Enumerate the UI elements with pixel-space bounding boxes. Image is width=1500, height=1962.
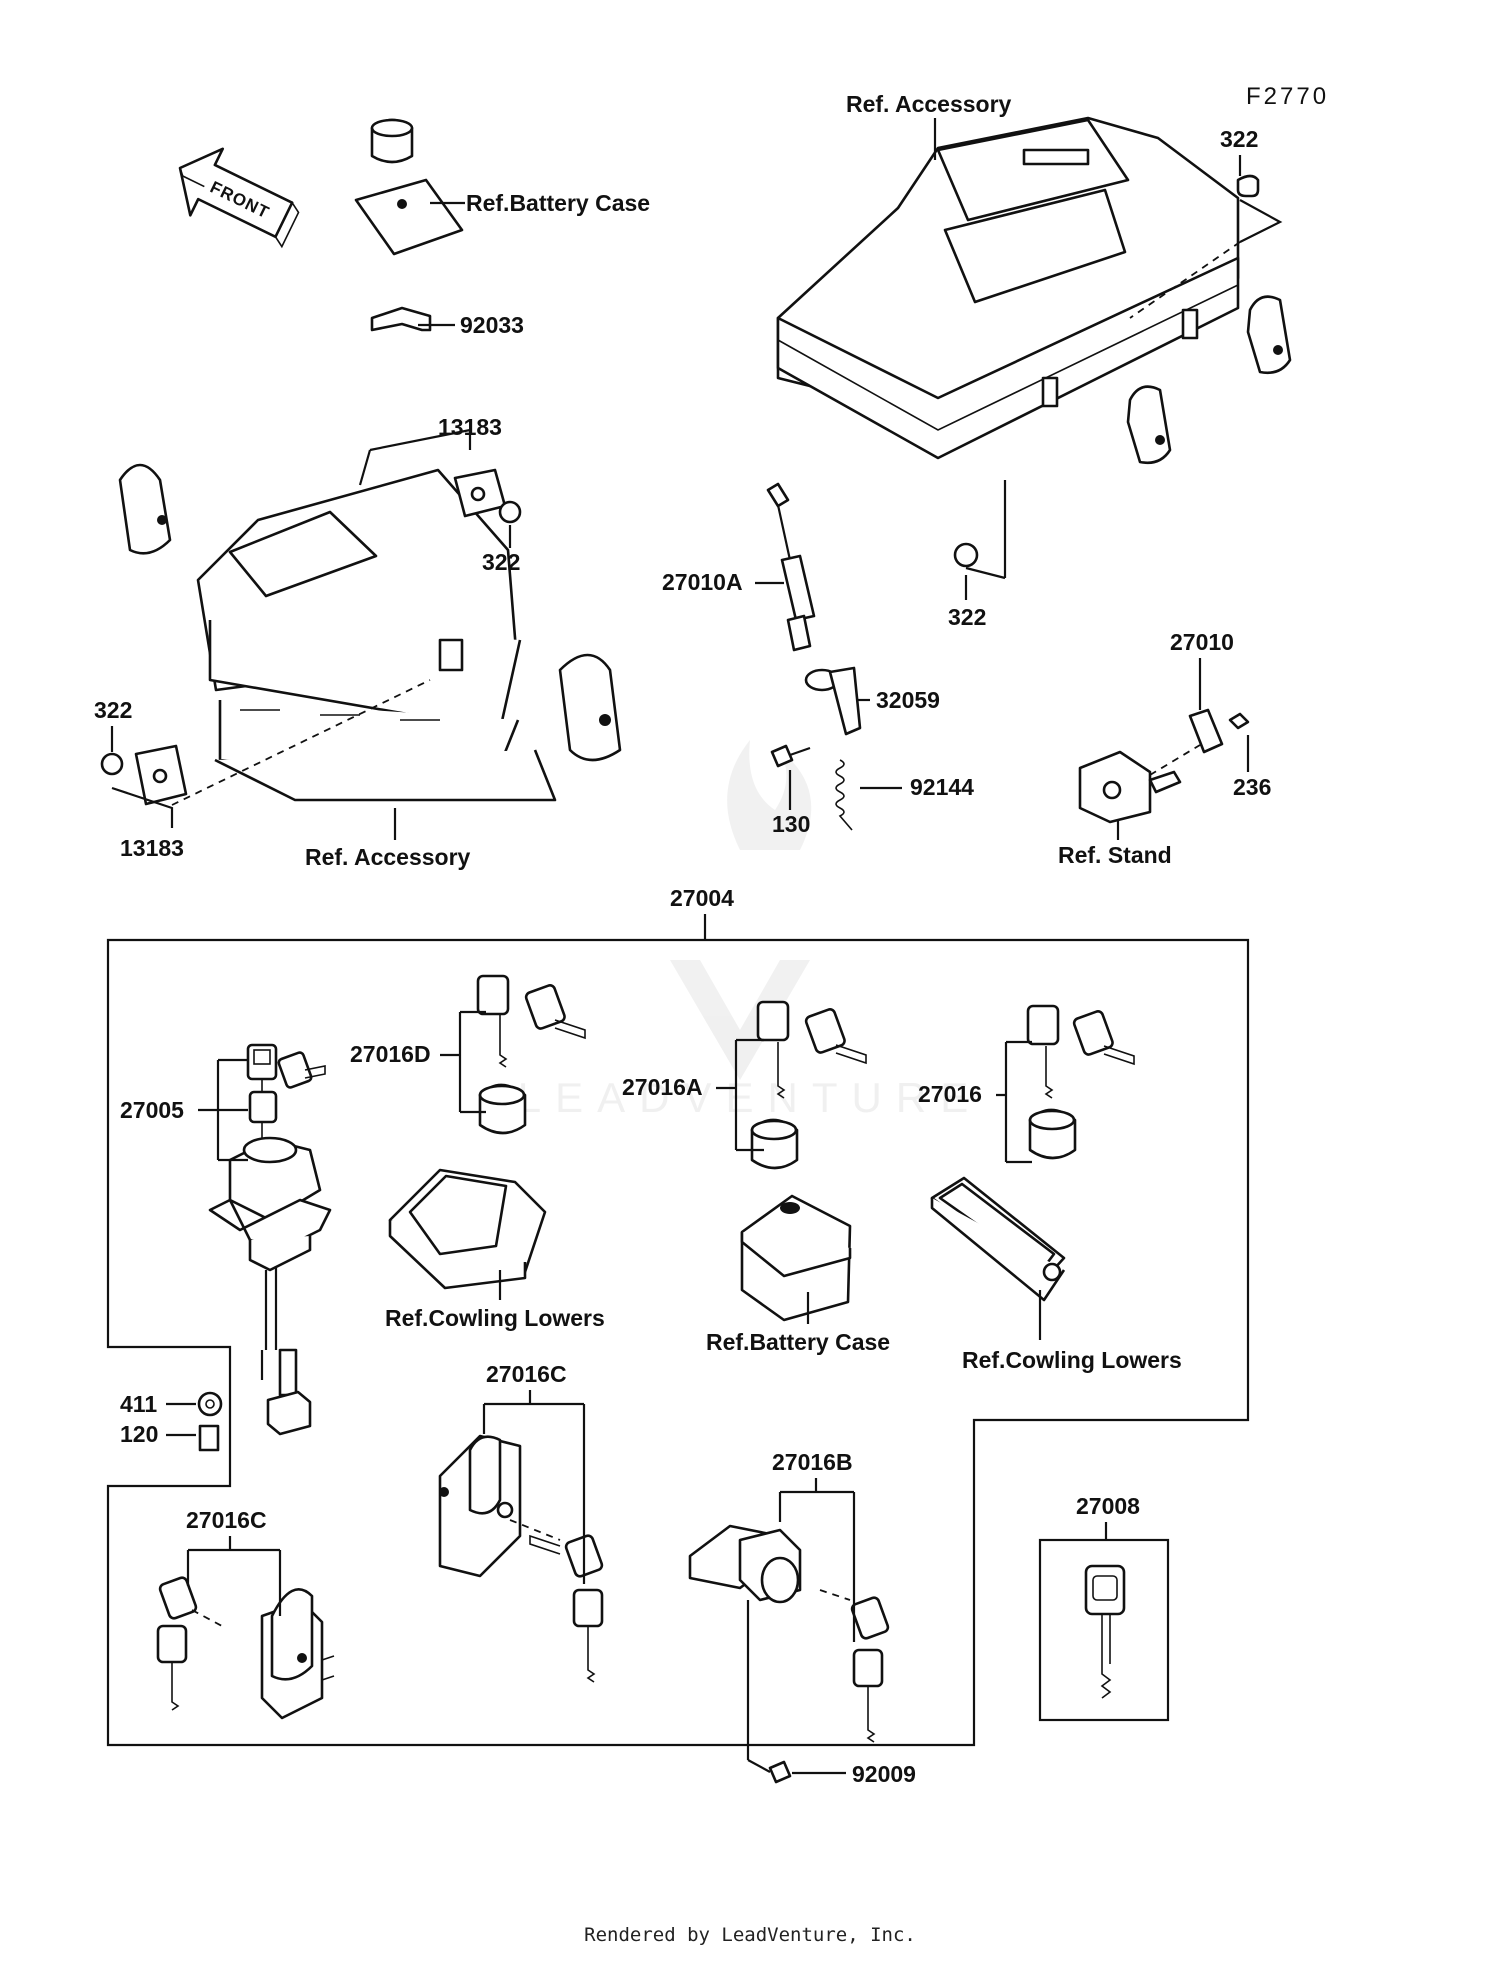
label-ref-accessory-top: Ref. Accessory	[846, 91, 1012, 117]
label-322-d: 322	[94, 697, 132, 723]
lock-27016D	[476, 974, 586, 1135]
label-13183-b: 13183	[120, 835, 184, 861]
bracket-32059	[804, 666, 862, 736]
label-ref-battery-case-top: Ref.Battery Case	[466, 190, 650, 216]
switch-27010	[1078, 708, 1250, 824]
lock-27016A	[750, 1000, 867, 1170]
kit-27004-outline	[106, 938, 1250, 1747]
label-130: 130	[772, 811, 810, 837]
label-236: 236	[1233, 774, 1271, 800]
label-27008: 27008	[1076, 1493, 1140, 1519]
label-27016: 27016	[918, 1081, 982, 1107]
label-92144: 92144	[910, 774, 974, 800]
label-27016C-b: 27016C	[186, 1507, 267, 1533]
label-27004: 27004	[670, 885, 734, 911]
lock-27016C-center	[438, 1434, 604, 1683]
label-92009: 92009	[852, 1761, 916, 1787]
label-120: 120	[120, 1421, 158, 1447]
lock-27016C-left	[156, 1576, 335, 1720]
cowling-lower-cover-2	[930, 1176, 1066, 1302]
label-27016B: 27016B	[772, 1449, 853, 1475]
key-27008-frame	[1038, 1538, 1170, 1722]
lock-27016	[1026, 1004, 1135, 1160]
ignition-switch-27005	[208, 1043, 332, 1436]
label-322-b: 322	[482, 549, 520, 575]
label-27016C-a: 27016C	[486, 1361, 567, 1387]
label-27005: 27005	[120, 1097, 184, 1123]
label-92033: 92033	[460, 312, 524, 338]
label-27016A: 27016A	[622, 1074, 703, 1100]
battery-case-lock-group	[354, 118, 464, 332]
lock-27016B	[688, 1524, 890, 1743]
blank-key-27008	[1084, 1564, 1126, 1699]
cowling-lower-cover-1	[388, 1168, 547, 1290]
spring-92144	[835, 759, 853, 831]
figure-code: F2770	[1246, 83, 1329, 110]
switch-27010A	[766, 482, 816, 652]
front-arrow-icon: FRONT	[178, 147, 300, 249]
label-ref-battery-case-mid: Ref.Battery Case	[706, 1329, 890, 1355]
label-411: 411	[120, 1391, 157, 1417]
footer-credit: Rendered by LeadVenture, Inc.	[584, 1924, 916, 1946]
screw-92009	[746, 1600, 792, 1784]
top-case-accessory-left	[118, 463, 622, 802]
label-ref-cowling-lowers-1: Ref.Cowling Lowers	[385, 1305, 605, 1331]
label-32059: 32059	[876, 687, 940, 713]
label-322-a: 322	[1220, 126, 1258, 152]
battery-case-cover-mid	[740, 1194, 852, 1322]
bolt-130	[770, 744, 811, 768]
label-322-c: 322	[948, 604, 986, 630]
label-27010A: 27010A	[662, 569, 743, 595]
label-ref-cowling-lowers-2: Ref.Cowling Lowers	[962, 1347, 1182, 1373]
label-ref-accessory-left: Ref. Accessory	[305, 844, 471, 870]
trunk-accessory-top	[776, 116, 1292, 465]
label-ref-stand: Ref. Stand	[1058, 842, 1172, 868]
watermark-text: LEADVENTURE	[518, 1074, 982, 1121]
label-27010: 27010	[1170, 629, 1234, 655]
leadventure-watermark: LEADVENTURE	[518, 740, 982, 1121]
label-27016D: 27016D	[350, 1041, 431, 1067]
